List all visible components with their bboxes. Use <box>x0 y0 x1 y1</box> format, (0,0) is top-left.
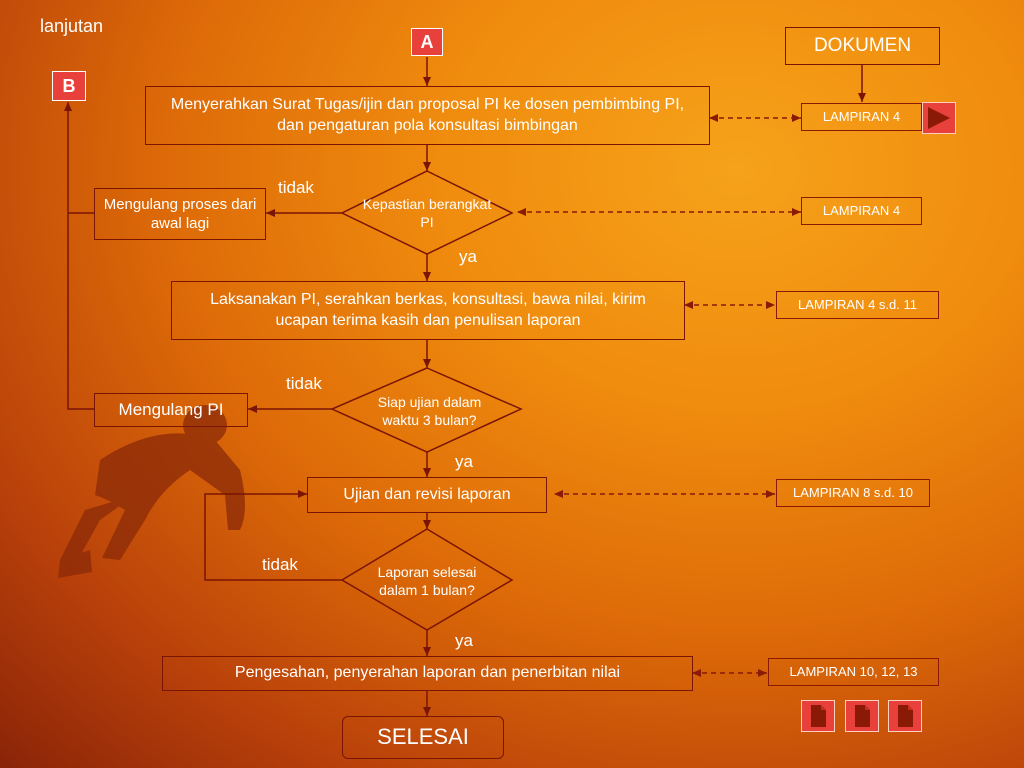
branch-yes-2: ya <box>455 452 473 471</box>
repeat-process-box: Mengulang proses dari awal lagi <box>94 188 266 240</box>
branch-no-3: tidak <box>262 555 298 574</box>
document-icon <box>811 705 826 727</box>
connector-a[interactable]: A <box>411 28 443 56</box>
continuation-label: lanjutan <box>40 16 104 36</box>
branch-yes-3: ya <box>455 631 473 650</box>
decision-departure-certainty: Kepastian berangkat PI <box>362 195 492 230</box>
decision-exam-ready: Siap ujian dalam waktu 3 bulan? <box>377 393 482 428</box>
step-execute-pi: Laksanakan PI, serahkan berkas, konsulta… <box>171 281 685 340</box>
play-button[interactable] <box>922 102 956 134</box>
repeat-pi-box: Mengulang PI <box>94 393 248 427</box>
document-icon <box>855 705 870 727</box>
play-icon <box>928 107 950 129</box>
document-button-1[interactable] <box>801 700 835 732</box>
document-button-2[interactable] <box>845 700 879 732</box>
document-icon <box>898 705 913 727</box>
lampiran-box-1[interactable]: LAMPIRAN 4 <box>801 103 922 131</box>
document-button-3[interactable] <box>888 700 922 732</box>
end-terminal: SELESAI <box>342 716 504 759</box>
runner-silhouette <box>58 405 245 578</box>
dokumen-box: DOKUMEN <box>785 27 940 65</box>
lampiran-box-5[interactable]: LAMPIRAN 10, 12, 13 <box>768 658 939 686</box>
branch-yes-1: ya <box>459 247 477 266</box>
decision-report-complete: Laporan selesai dalam 1 bulan? <box>377 563 477 598</box>
branch-no-2: tidak <box>286 374 322 393</box>
step-submit-letters: Menyerahkan Surat Tugas/ijin dan proposa… <box>145 86 710 145</box>
branch-no-1: tidak <box>278 178 314 197</box>
step-approval: Pengesahan, penyerahan laporan dan pener… <box>162 656 693 691</box>
connector-b[interactable]: B <box>52 71 86 101</box>
step-exam-revision: Ujian dan revisi laporan <box>307 477 547 513</box>
lampiran-box-3[interactable]: LAMPIRAN 4 s.d. 11 <box>776 291 939 319</box>
lampiran-box-4[interactable]: LAMPIRAN 8 s.d. 10 <box>776 479 930 507</box>
lampiran-box-2[interactable]: LAMPIRAN 4 <box>801 197 922 225</box>
